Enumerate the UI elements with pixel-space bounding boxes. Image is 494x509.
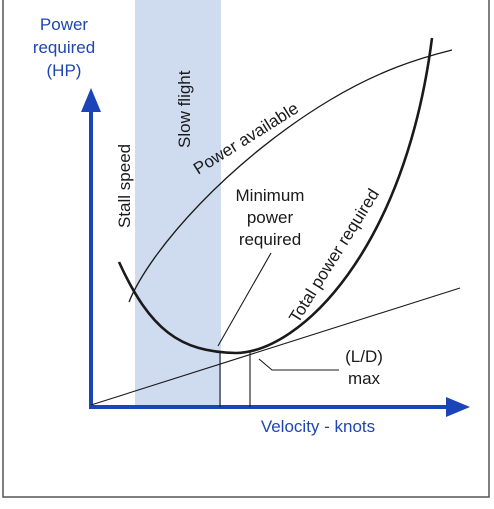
min-power-leader — [217, 252, 272, 347]
min-power-label-line1: Minimum — [236, 186, 305, 205]
ld-max-label-line2: max — [348, 369, 381, 388]
slow-flight-label: Slow flight — [175, 70, 194, 148]
x-axis-arrow — [446, 397, 470, 417]
min-power-label-line2: power — [247, 208, 294, 227]
y-axis-label-line3: (HP) — [47, 61, 82, 80]
min-power-label-line3: required — [239, 230, 301, 249]
y-axis-label-line1: Power — [40, 15, 89, 34]
ld-max-leader — [258, 358, 339, 371]
total-power-required-label: Total power required — [285, 185, 383, 326]
ld-max-tangent-line — [90, 287, 461, 406]
power-available-curve — [128, 49, 453, 303]
slow-flight-band — [135, 0, 221, 408]
x-axis-label: Velocity - knots — [261, 417, 375, 436]
stall-speed-label: Stall speed — [115, 144, 134, 228]
y-axis-label-line2: required — [33, 38, 95, 57]
frame-border — [2, 0, 490, 498]
total-power-required-curve — [117, 37, 434, 355]
ld-max-label-line1: (L/D) — [345, 347, 383, 366]
y-axis-arrow — [81, 88, 101, 112]
